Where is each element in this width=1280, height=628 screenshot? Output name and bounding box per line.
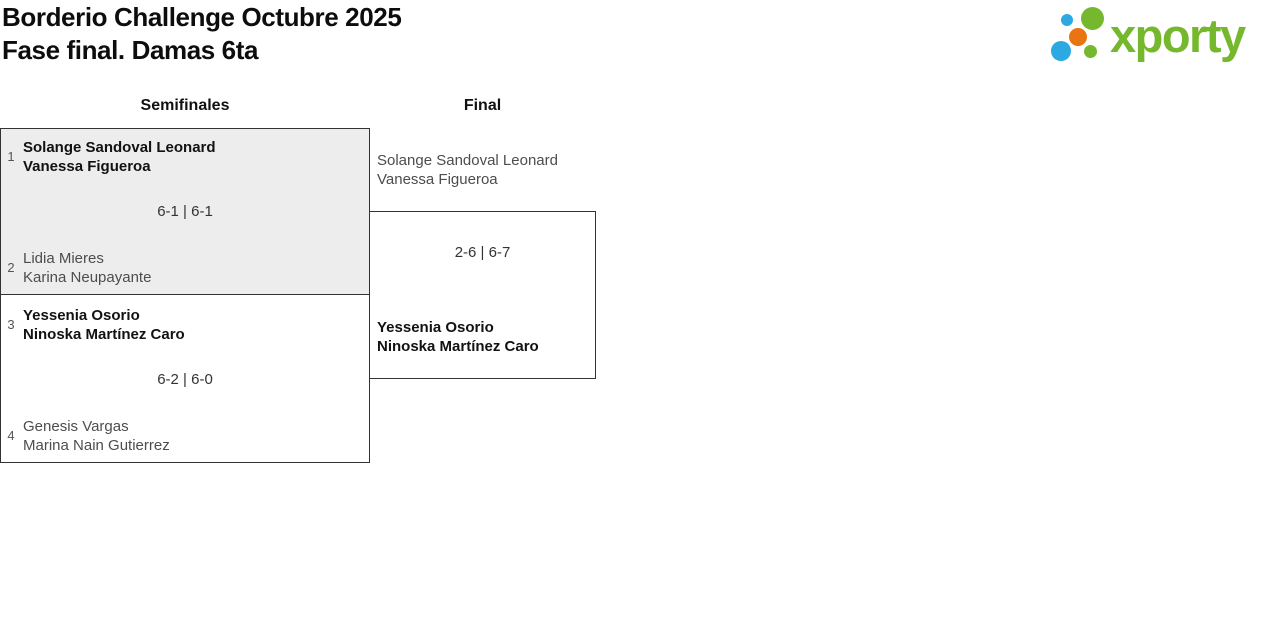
team-names-semifinal1-top: Solange Sandoval Leonard Vanessa Figuero…: [23, 138, 216, 176]
match-score-final: 2-6 | 6-7: [454, 244, 511, 261]
xporty-logo[interactable]: xporty: [1048, 3, 1280, 71]
player-name: Lidia Mieres: [23, 250, 104, 267]
player-name: Vanessa Figueroa: [23, 158, 151, 175]
player-name: Karina Neupayante: [23, 269, 152, 286]
logo-dot-blue-large-icon: [1051, 41, 1071, 61]
seed-number: 3: [7, 317, 15, 332]
match-card-final[interactable]: [369, 211, 596, 379]
team-names-final-top: Solange Sandoval Leonard Vanessa Figuero…: [377, 151, 558, 189]
xporty-logo-text: xporty: [1110, 9, 1246, 62]
team-names-final-bottom: Yessenia Osorio Ninoska Martínez Caro: [377, 318, 539, 356]
player-name: Marina Nain Gutierrez: [23, 437, 170, 454]
match-card-semifinal-2[interactable]: [0, 293, 370, 463]
page-title: Borderio Challenge Octubre 2025 Fase fin…: [2, 1, 402, 67]
logo-dot-green-large-icon: [1081, 7, 1104, 30]
player-name: Solange Sandoval Leonard: [23, 139, 216, 156]
team-names-semifinal1-bottom: Lidia Mieres Karina Neupayante: [23, 249, 151, 287]
match-score-semifinal-2: 6-2 | 6-0: [157, 371, 213, 388]
logo-dot-green-small-icon: [1084, 45, 1097, 58]
player-name: Genesis Vargas: [23, 418, 129, 435]
match-score-semifinal-1: 6-1 | 6-1: [157, 203, 213, 220]
round-header-semifinales: Semifinales: [140, 97, 230, 114]
seed-number: 1: [7, 149, 15, 164]
logo-dot-blue-small-icon: [1061, 14, 1073, 26]
player-name: Vanessa Figueroa: [377, 171, 498, 188]
team-names-semifinal2-bottom: Genesis Vargas Marina Nain Gutierrez: [23, 417, 170, 455]
player-name: Yessenia Osorio: [377, 319, 494, 336]
logo-dot-orange-icon: [1069, 28, 1087, 46]
match-card-semifinal-1[interactable]: [0, 128, 370, 295]
player-name: Ninoska Martínez Caro: [377, 338, 539, 355]
team-names-semifinal2-top: Yessenia Osorio Ninoska Martínez Caro: [23, 306, 185, 344]
stage-name: Fase final. Damas 6ta: [2, 35, 259, 65]
seed-number: 2: [7, 260, 15, 275]
tournament-name: Borderio Challenge Octubre 2025: [2, 2, 402, 32]
seed-number: 4: [7, 428, 15, 443]
round-header-final: Final: [463, 97, 502, 114]
player-name: Ninoska Martínez Caro: [23, 326, 185, 343]
player-name: Solange Sandoval Leonard: [377, 152, 558, 169]
player-name: Yessenia Osorio: [23, 307, 140, 324]
